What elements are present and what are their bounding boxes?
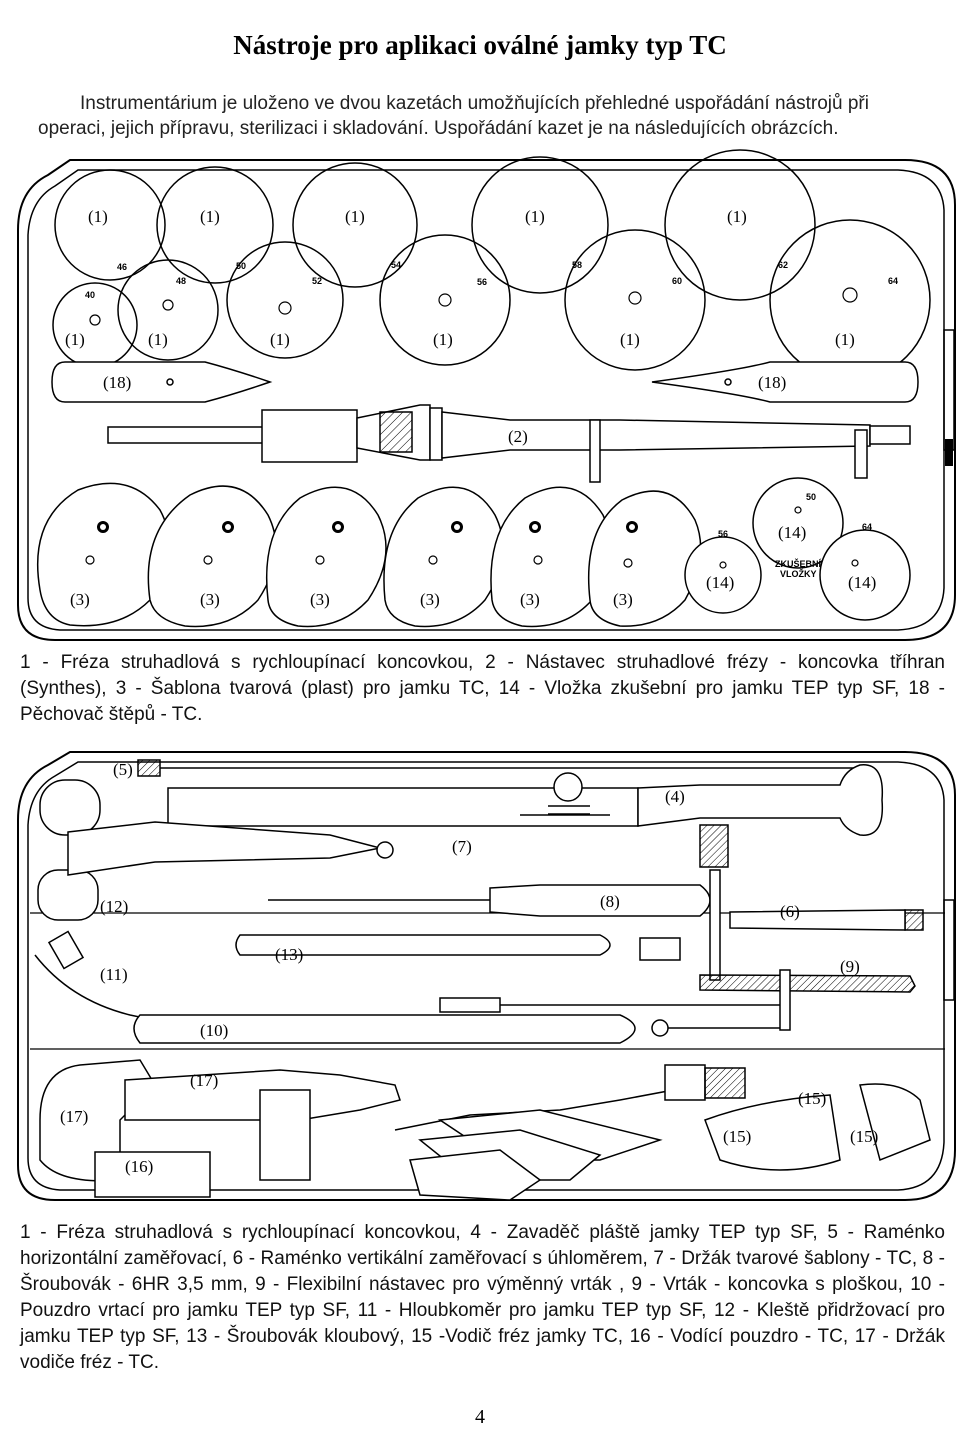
label-reamer: (1) <box>433 330 453 349</box>
label-5: (5) <box>113 760 133 779</box>
label-extension: (2) <box>508 427 528 446</box>
size-58: 58 <box>572 260 582 270</box>
caption-tray2: 1 - Fréza struhadlová s rychloupínací ko… <box>20 1222 945 1373</box>
label-4: (4) <box>665 787 685 806</box>
label-17: (17) <box>60 1107 88 1126</box>
label-reamer: (1) <box>345 207 365 226</box>
size-48: 48 <box>176 276 186 286</box>
label-7: (7) <box>452 837 472 856</box>
size-62: 62 <box>778 260 788 270</box>
label-12: (12) <box>100 897 128 916</box>
trial-size-56: 56 <box>718 529 728 539</box>
label-tamper: (18) <box>758 373 786 392</box>
label-6: (6) <box>780 902 800 921</box>
trial-size-64: 64 <box>862 522 872 532</box>
label-15: (15) <box>723 1127 751 1146</box>
tray2-diagram: (5) (4) (7) (12) (8) (6) (11) (13) (9) <box>17 751 956 1201</box>
label-reamer: (1) <box>148 330 168 349</box>
label-10: (10) <box>200 1021 228 1040</box>
label-template: (3) <box>420 590 440 609</box>
label-reamer: (1) <box>727 207 747 226</box>
size-56: 56 <box>477 277 487 287</box>
label-8: (8) <box>600 892 620 911</box>
label-template: (3) <box>310 590 330 609</box>
label-reamer: (1) <box>835 330 855 349</box>
label-trial: (14) <box>706 573 734 592</box>
caption-tray1: 1 - Fréza struhadlová s rychloupínací ko… <box>20 652 945 725</box>
label-11: (11) <box>100 965 128 984</box>
label-reamer: (1) <box>525 207 545 226</box>
size-50: 50 <box>236 261 246 271</box>
tray1-diagram: 40 46 48 50 52 54 56 58 60 62 64 (1) (1)… <box>17 149 956 641</box>
trial-text: VLOŽKY <box>780 568 817 579</box>
size-64: 64 <box>888 276 898 286</box>
label-16: (16) <box>125 1157 153 1176</box>
size-46: 46 <box>117 262 127 272</box>
label-trial: (14) <box>778 523 806 542</box>
label-reamer: (1) <box>65 330 85 349</box>
label-tamper: (18) <box>103 373 131 392</box>
page-number: 4 <box>475 1406 485 1428</box>
label-template: (3) <box>200 590 220 609</box>
label-15: (15) <box>798 1089 826 1108</box>
trial-size-50: 50 <box>806 492 816 502</box>
label-reamer: (1) <box>88 207 108 226</box>
label-trial: (14) <box>848 573 876 592</box>
label-reamer: (1) <box>270 330 290 349</box>
size-40: 40 <box>85 290 95 300</box>
label-13: (13) <box>275 945 303 964</box>
size-60: 60 <box>672 276 682 286</box>
size-54: 54 <box>391 260 401 270</box>
label-reamer: (1) <box>620 330 640 349</box>
label-15: (15) <box>850 1127 878 1146</box>
label-9: (9) <box>840 957 860 976</box>
size-52: 52 <box>312 276 322 286</box>
label-template: (3) <box>520 590 540 609</box>
label-template: (3) <box>70 590 90 609</box>
intro-paragraph: Instrumentárium je uloženo ve dvou kazet… <box>38 93 869 139</box>
label-reamer: (1) <box>200 207 220 226</box>
label-template: (3) <box>613 590 633 609</box>
trial-text: ZKUŠEBNÍ <box>775 558 822 569</box>
label-17: (17) <box>190 1071 218 1090</box>
page-title: Nástroje pro aplikaci oválné jamky typ T… <box>233 30 727 60</box>
